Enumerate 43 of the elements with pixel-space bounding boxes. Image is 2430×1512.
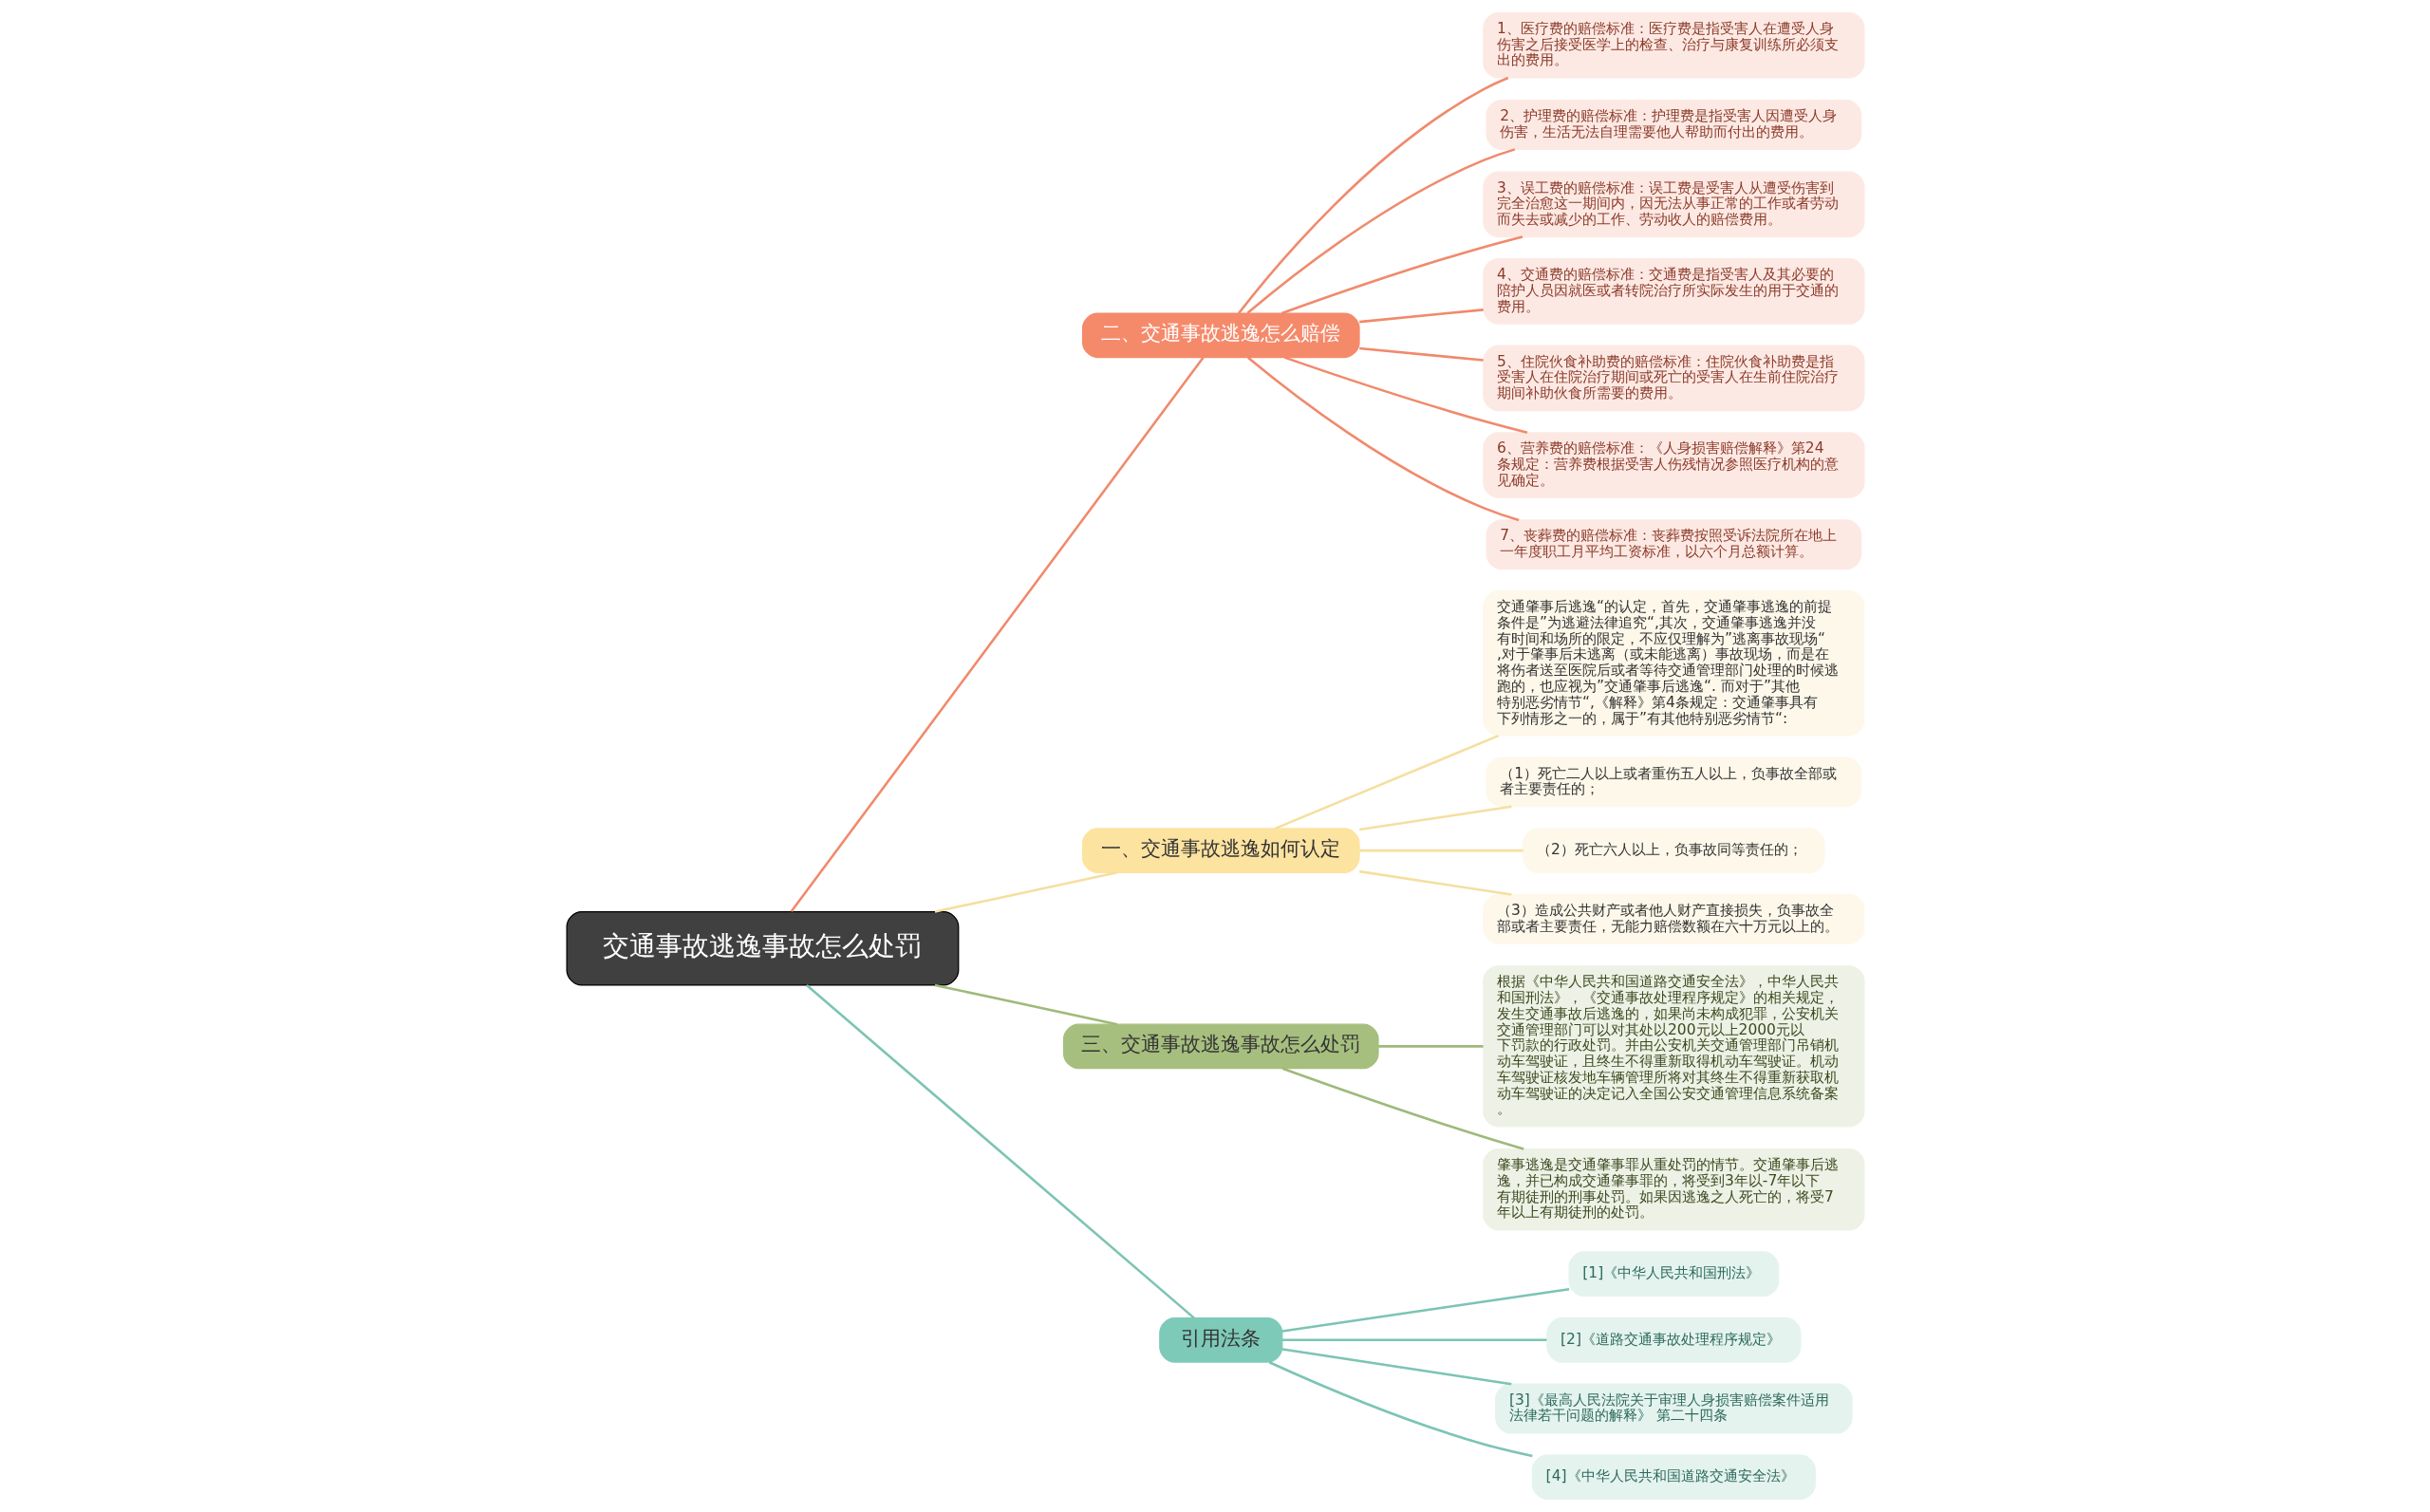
connector [1358,346,1484,362]
node-box: 肇事逃逸是交通肇事罪从重处罚的情节。交通肇事后逃逸，并已构成交通肇事罪的，将受到3年以-7年以下有期徒刑的刑事处罚。如果因逃逸之人死亡的，将受7年以上有期徒刑的处罚。 [1482,1148,1864,1231]
connector [1358,805,1512,831]
node-box: 二、交通事故逃逸怎么赔偿 [1081,312,1360,359]
connector [805,984,1195,1319]
connector [1281,1338,1546,1342]
connector [1358,849,1523,852]
node-box: （3）造成公共财产或者他人财产直接损失，负事故全部或者主要责任，无能力赔偿数额在六十万元以上的。 [1482,893,1864,944]
connector [1281,1348,1511,1386]
node-box: 5、住院伙食补助费的赔偿标准：住院伙食补助费是指受害人在住院治疗期间或死亡的受害人在生前住院治疗期间补助伙食所需要的费用。 [1482,345,1864,412]
connector [1268,1361,1533,1458]
node-box: 3、误工费的赔偿标准：误工费是受害人从遭受伤害到完全治愈这一期间内，因无法从事正常的工作或者劳动而失去或减少的工作、劳动收人的赔偿费用。 [1482,171,1864,238]
connector [934,983,1117,1026]
node-box: （2）死亡六人以上，负事故同等责任的； [1522,828,1825,873]
connector [934,871,1117,913]
node-box: [2]《道路交通事故处理程序规定》 [1545,1316,1801,1363]
connector [1280,235,1523,315]
node-box: 7、丧葬费的赔偿标准：丧葬费按照受诉法院所在地上一年度职工月平均工资标准，以六个月总额计算。 [1485,519,1861,570]
node-box: 4、交通费的赔偿标准：交通费是指受害人及其必要的陪护人员因就医或者转院治疗所实际发生的用于交通的费用。 [1482,258,1864,325]
node-box: 根据《中华人民共和国道路交通安全法》，中华人民共和国刑法》，《交通事故处理程序规定》的相关规定，发生交通事故后逃逸的，如果尚未构成犯罪，公安机关交通管理部门可以对其处以200元以上2000元以下罚款的行政处罚。并由公安机关交通管理部门吊销机动车驾驶证，且终生不得重新取得机动车驾驶证。机动车驾驶证核发地车辆管理所将对其终生不得重新获取机动车驾驶证的决定记入全国公安交通管理信息系统备案。 [1482,965,1864,1128]
node-box: 6、营养费的赔偿标准：《人身损害赔偿解释》第24条规定：营养费根据受害人伤残情况参照医疗机构的意见确定。 [1482,432,1864,498]
node-box: 三、交通事故逃逸事故怎么处罚 [1062,1023,1379,1070]
connector [1246,356,1519,522]
node-box: 交通肇事后逃逸“的认定，首先，交通肇事逃逸的前提条件是”为逃避法律追究“,其次，交通肇事逃逸并没有时间和场所的限定，不应仅理解为”逃离事故现场“,对于肇事后未逃离（或未能逃离）事故现场，而是在将伤者送至医院后或者等待交通管理部门处理的时候逃跑的，也应视为”交通肇事后逃逸“. 而对于”其他特别恶劣情节“,《解释》第4条规定：交通肇事具有下列情形之一的，属于”有其他特别恶劣情节“: [1482,590,1864,737]
connector [1246,148,1515,314]
node-box: [4]《中华人民共和国道路交通安全法》 [1531,1454,1816,1501]
node-box: [1]《中华人民共和国刑法》 [1567,1251,1779,1297]
node-box: 2、护理费的赔偿标准：护理费是指受害人因遭受人身伤害，生活无法自理需要他人帮助而付出的费用。 [1485,100,1861,150]
connector [1237,76,1508,314]
node-box: 1、医疗费的赔偿标准：医疗费是指受害人在遭受人身伤害之后接受医学上的检查、治疗与康复训练所必须支出的费用。 [1482,11,1864,79]
connector [1281,1287,1569,1333]
connector [1377,1045,1484,1048]
connector [1358,869,1512,896]
connector [1283,356,1527,434]
connector [1281,1067,1524,1150]
node-box: 交通事故逃逸事故怎么处罚 [566,910,959,986]
node-box: 引用法条 [1158,1316,1282,1363]
connector [1358,308,1484,324]
node-box: 一、交通事故逃逸如何认定 [1081,828,1360,873]
connector [790,357,1205,913]
connector [1274,734,1499,831]
node-box: （1）死亡二人以上或者重伤五人以上，负事故全部或者主要责任的； [1485,756,1861,808]
node-box: [3]《最高人民法院关于审理人身损害赔偿案件适用法律若干问题的解释》 第二十四条 [1494,1383,1853,1434]
